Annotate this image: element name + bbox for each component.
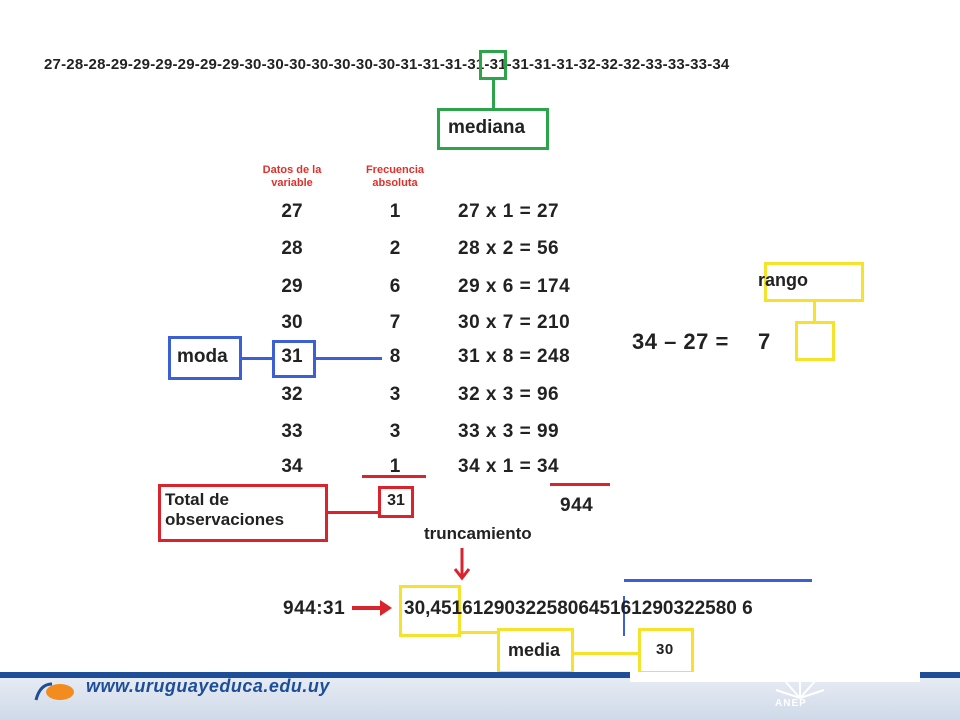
mediana-highlight-box: [479, 50, 507, 80]
moda-connector-right: [316, 357, 382, 360]
header-frecuencia: Frecuencia absoluta: [365, 164, 425, 189]
table-cell-dato: 31: [281, 346, 303, 367]
table-cell-producto: 30 x 7 = 210: [458, 312, 571, 333]
table-cell-producto: 31 x 8 = 248: [458, 346, 571, 367]
division-result: 30,45161290322580645161290322580 6: [404, 598, 753, 619]
table-cell-dato: 29: [281, 276, 303, 297]
media-value: 30: [656, 641, 674, 658]
table-cell-producto: 34 x 1 = 34: [458, 456, 560, 477]
division-expression: 944:31: [283, 598, 346, 619]
footer-bar: [0, 672, 960, 678]
data-sequence: 27-28-28-29-29-29-29-29-29-30-30-30-30-3…: [44, 56, 730, 73]
rango-value-box: [795, 321, 835, 361]
truncated-value-box: [399, 585, 461, 637]
table-cell-frecuencia: 3: [389, 384, 401, 405]
freq-sum-underline: [362, 475, 426, 478]
moda-label: moda: [177, 346, 228, 367]
period-divider: [623, 596, 625, 636]
total-value: 31: [387, 492, 405, 509]
total-value-box: [378, 486, 414, 518]
table-cell-frecuencia: 1: [389, 201, 401, 222]
moda-label-box: [168, 336, 242, 380]
anep-label: ANEP: [775, 698, 807, 709]
moda-connector-left: [242, 357, 272, 360]
table-cell-dato: 33: [281, 421, 303, 442]
table-cell-frecuencia: 1: [389, 456, 401, 477]
mediana-label-box: [437, 108, 549, 150]
footer-white-strip: [630, 672, 920, 682]
truncamiento-label: truncamiento: [424, 524, 532, 543]
truncamiento-arrow-icon: [453, 548, 471, 581]
media-connector-top: [460, 631, 498, 634]
media-connector-right: [574, 652, 638, 655]
table-cell-producto: 29 x 6 = 174: [458, 276, 571, 297]
table-cell-producto: 33 x 3 = 99: [458, 421, 560, 442]
range-value: 7: [758, 329, 771, 354]
arrow-right-icon: [352, 600, 392, 616]
mediana-connector: [492, 80, 495, 108]
rango-label: rango: [758, 270, 809, 290]
range-expression: 34 – 27 =: [632, 329, 729, 354]
rango-label-box: [764, 262, 864, 302]
footer-url[interactable]: www.uruguayeduca.edu.uy: [86, 676, 330, 696]
product-sum-underline: [550, 483, 610, 486]
table-cell-dato: 28: [281, 238, 303, 259]
table-cell-frecuencia: 8: [389, 346, 401, 367]
table-cell-frecuencia: 3: [389, 421, 401, 442]
total-label: Total de observaciones: [165, 490, 285, 529]
anep-sun-emblem-icon: [775, 676, 825, 699]
rango-connector: [813, 302, 816, 322]
table-cell-dato: 27: [281, 201, 303, 222]
uruguay-educa-logo-icon: [34, 682, 74, 701]
table-cell-dato: 32: [281, 384, 303, 405]
table-cell-frecuencia: 2: [389, 238, 401, 259]
table-cell-producto: 27 x 1 = 27: [458, 201, 560, 222]
table-cell-frecuencia: 6: [389, 276, 401, 297]
table-cell-frecuencia: 7: [389, 312, 401, 333]
moda-value-box: [272, 340, 316, 378]
table-cell-dato: 30: [281, 312, 303, 333]
header-datos: Datos de la variable: [262, 164, 322, 189]
total-connector: [328, 511, 378, 514]
media-label: media: [508, 640, 561, 660]
sum-value: 944: [560, 495, 594, 516]
period-overline: [624, 579, 812, 582]
table-cell-dato: 34: [281, 456, 303, 477]
mediana-label: mediana: [448, 117, 526, 138]
table-cell-producto: 32 x 3 = 96: [458, 384, 560, 405]
total-label-box: [158, 484, 328, 542]
table-cell-producto: 28 x 2 = 56: [458, 238, 560, 259]
